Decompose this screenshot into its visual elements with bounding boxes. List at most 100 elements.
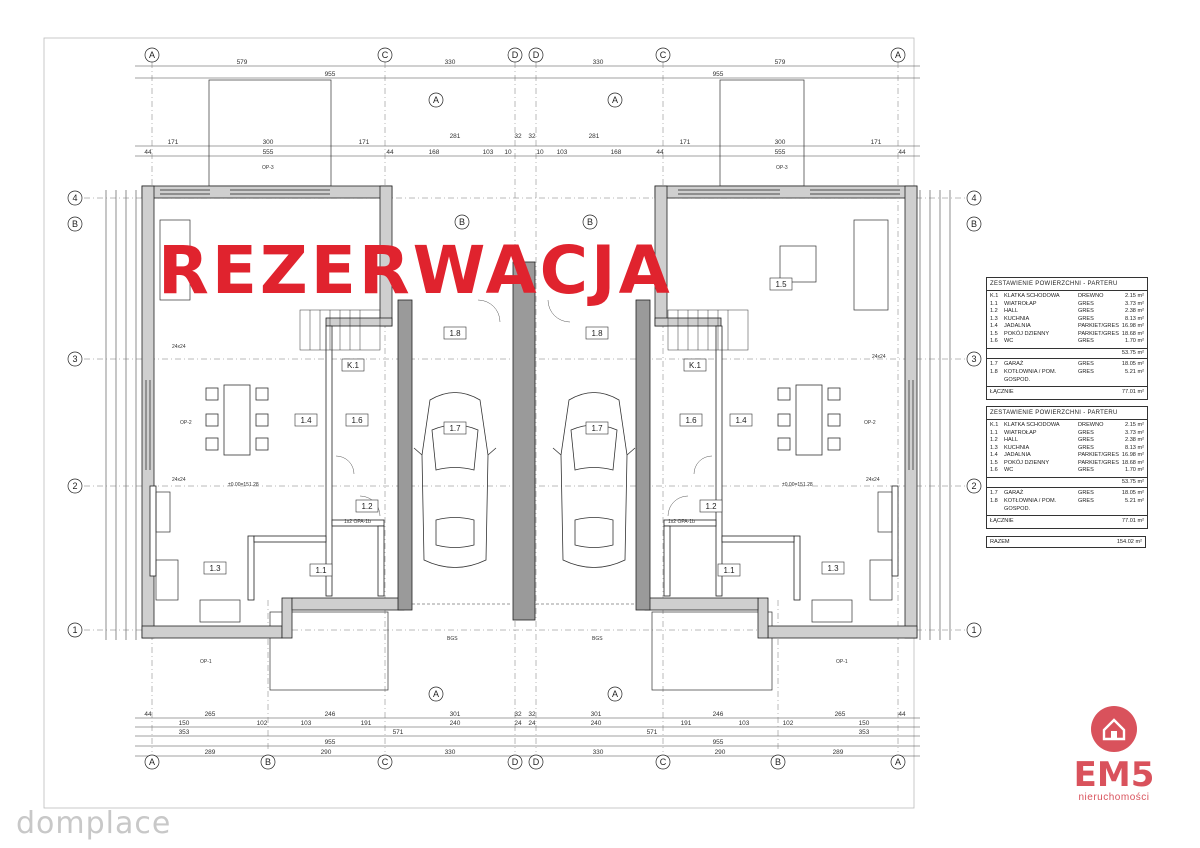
dim-text: 579: [237, 59, 248, 66]
section-label: B: [587, 217, 593, 227]
dim-text: 103: [301, 720, 312, 727]
axis-label: C: [382, 50, 389, 60]
room-label: 1.4: [735, 416, 747, 425]
reservation-stamp: REZERWACJA: [158, 232, 673, 309]
axis-label: 4: [72, 193, 77, 203]
dim-text: 330: [593, 749, 604, 756]
kitchen-counters: [155, 491, 893, 623]
dim-text: 246: [713, 711, 724, 718]
room-label: 1.1: [723, 566, 735, 575]
dim-text: 955: [713, 739, 724, 746]
section-label: A: [612, 689, 618, 699]
axis-label: 2: [72, 481, 77, 491]
dim-text: 32: [528, 711, 536, 718]
room-label: 1.6: [685, 416, 697, 425]
axis-label: D: [533, 50, 540, 60]
dim-text: 300: [263, 139, 274, 146]
room-label: 1.4: [300, 416, 312, 425]
room-label: K.1: [347, 361, 360, 370]
dim-text: 301: [591, 711, 602, 718]
level-label: ±0.00=151.28: [228, 482, 259, 488]
watermark: domplace: [16, 806, 172, 841]
dim-text: 44: [386, 149, 394, 156]
dim-text: 353: [179, 729, 190, 736]
dim-text: 289: [833, 749, 844, 756]
room-label: 1.7: [591, 424, 603, 433]
dim-text: 168: [611, 149, 622, 156]
dim-text: 102: [257, 720, 268, 727]
room-label: 1.7: [449, 424, 461, 433]
dim-text: 290: [715, 749, 726, 756]
axis-label: B: [265, 757, 271, 767]
dim-text: 191: [361, 720, 372, 727]
dim-text: 240: [450, 720, 461, 727]
axis-label: C: [382, 757, 389, 767]
dim-text: 290: [321, 749, 332, 756]
dim-text: 44: [144, 149, 152, 156]
room-label: 1.8: [449, 329, 461, 338]
table-title: ZESTAWIENIE POWIERZCHNI - PARTERU: [987, 407, 1147, 421]
op-label: OP-2: [864, 420, 876, 426]
dim-text: 24: [514, 720, 522, 727]
deck-label: 24x24: [872, 354, 886, 360]
door-label: 1x2 OPA-1b: [344, 519, 371, 525]
deck-label: 24x24: [172, 477, 186, 483]
room-label: 1.6: [351, 416, 363, 425]
dimension-lines: [105, 65, 951, 757]
dim-text: 168: [429, 149, 440, 156]
dim-text: 32: [514, 711, 522, 718]
axis-label: A: [895, 757, 901, 767]
deck-label: 24x24: [172, 344, 186, 350]
dim-text: 240: [591, 720, 602, 727]
car-icon: [413, 392, 636, 568]
room-labels: 1.8 1.4 1.6 K.1 1.7 1.2 1.3 1.1 1.5 1.8 …: [209, 280, 839, 575]
dim-text: 103: [739, 720, 750, 727]
section-label: A: [612, 95, 618, 105]
level-label: ±0.00=151.28: [782, 482, 813, 488]
dim-text: 555: [775, 149, 786, 156]
dim-text: 171: [168, 139, 179, 146]
axis-label: A: [149, 757, 155, 767]
room-label: 1.3: [209, 564, 221, 573]
axis-label: A: [149, 50, 155, 60]
bgs-label: BGS: [447, 636, 458, 642]
room-label: 1.8: [591, 329, 603, 338]
dim-text: 300: [775, 139, 786, 146]
dim-text: 10: [536, 149, 544, 156]
dim-text: 102: [783, 720, 794, 727]
dining-table-icon: [205, 384, 841, 456]
dim-text: 32: [528, 133, 536, 140]
dim-text: 555: [263, 149, 274, 156]
dim-text: 571: [393, 729, 404, 736]
dim-text: 265: [205, 711, 216, 718]
dim-text: 330: [445, 749, 456, 756]
door-label: 1x2 OPA-1b: [668, 519, 695, 525]
party-wall: [397, 261, 651, 621]
axis-label: 1: [72, 625, 77, 635]
op-label: OP-3: [262, 165, 274, 171]
axis-label: A: [895, 50, 901, 60]
logo-name: EM5: [1073, 755, 1155, 795]
axis-label: D: [512, 50, 519, 60]
axis-label: C: [660, 757, 667, 767]
dim-text: 171: [680, 139, 691, 146]
dim-text: 955: [325, 71, 336, 78]
logo-subtitle: nieruchomości: [1078, 792, 1150, 803]
dim-text: 955: [713, 71, 724, 78]
windows: [145, 189, 914, 470]
axis-label: 4: [971, 193, 976, 203]
axis-label: D: [533, 757, 540, 767]
interior-walls: [149, 325, 899, 601]
